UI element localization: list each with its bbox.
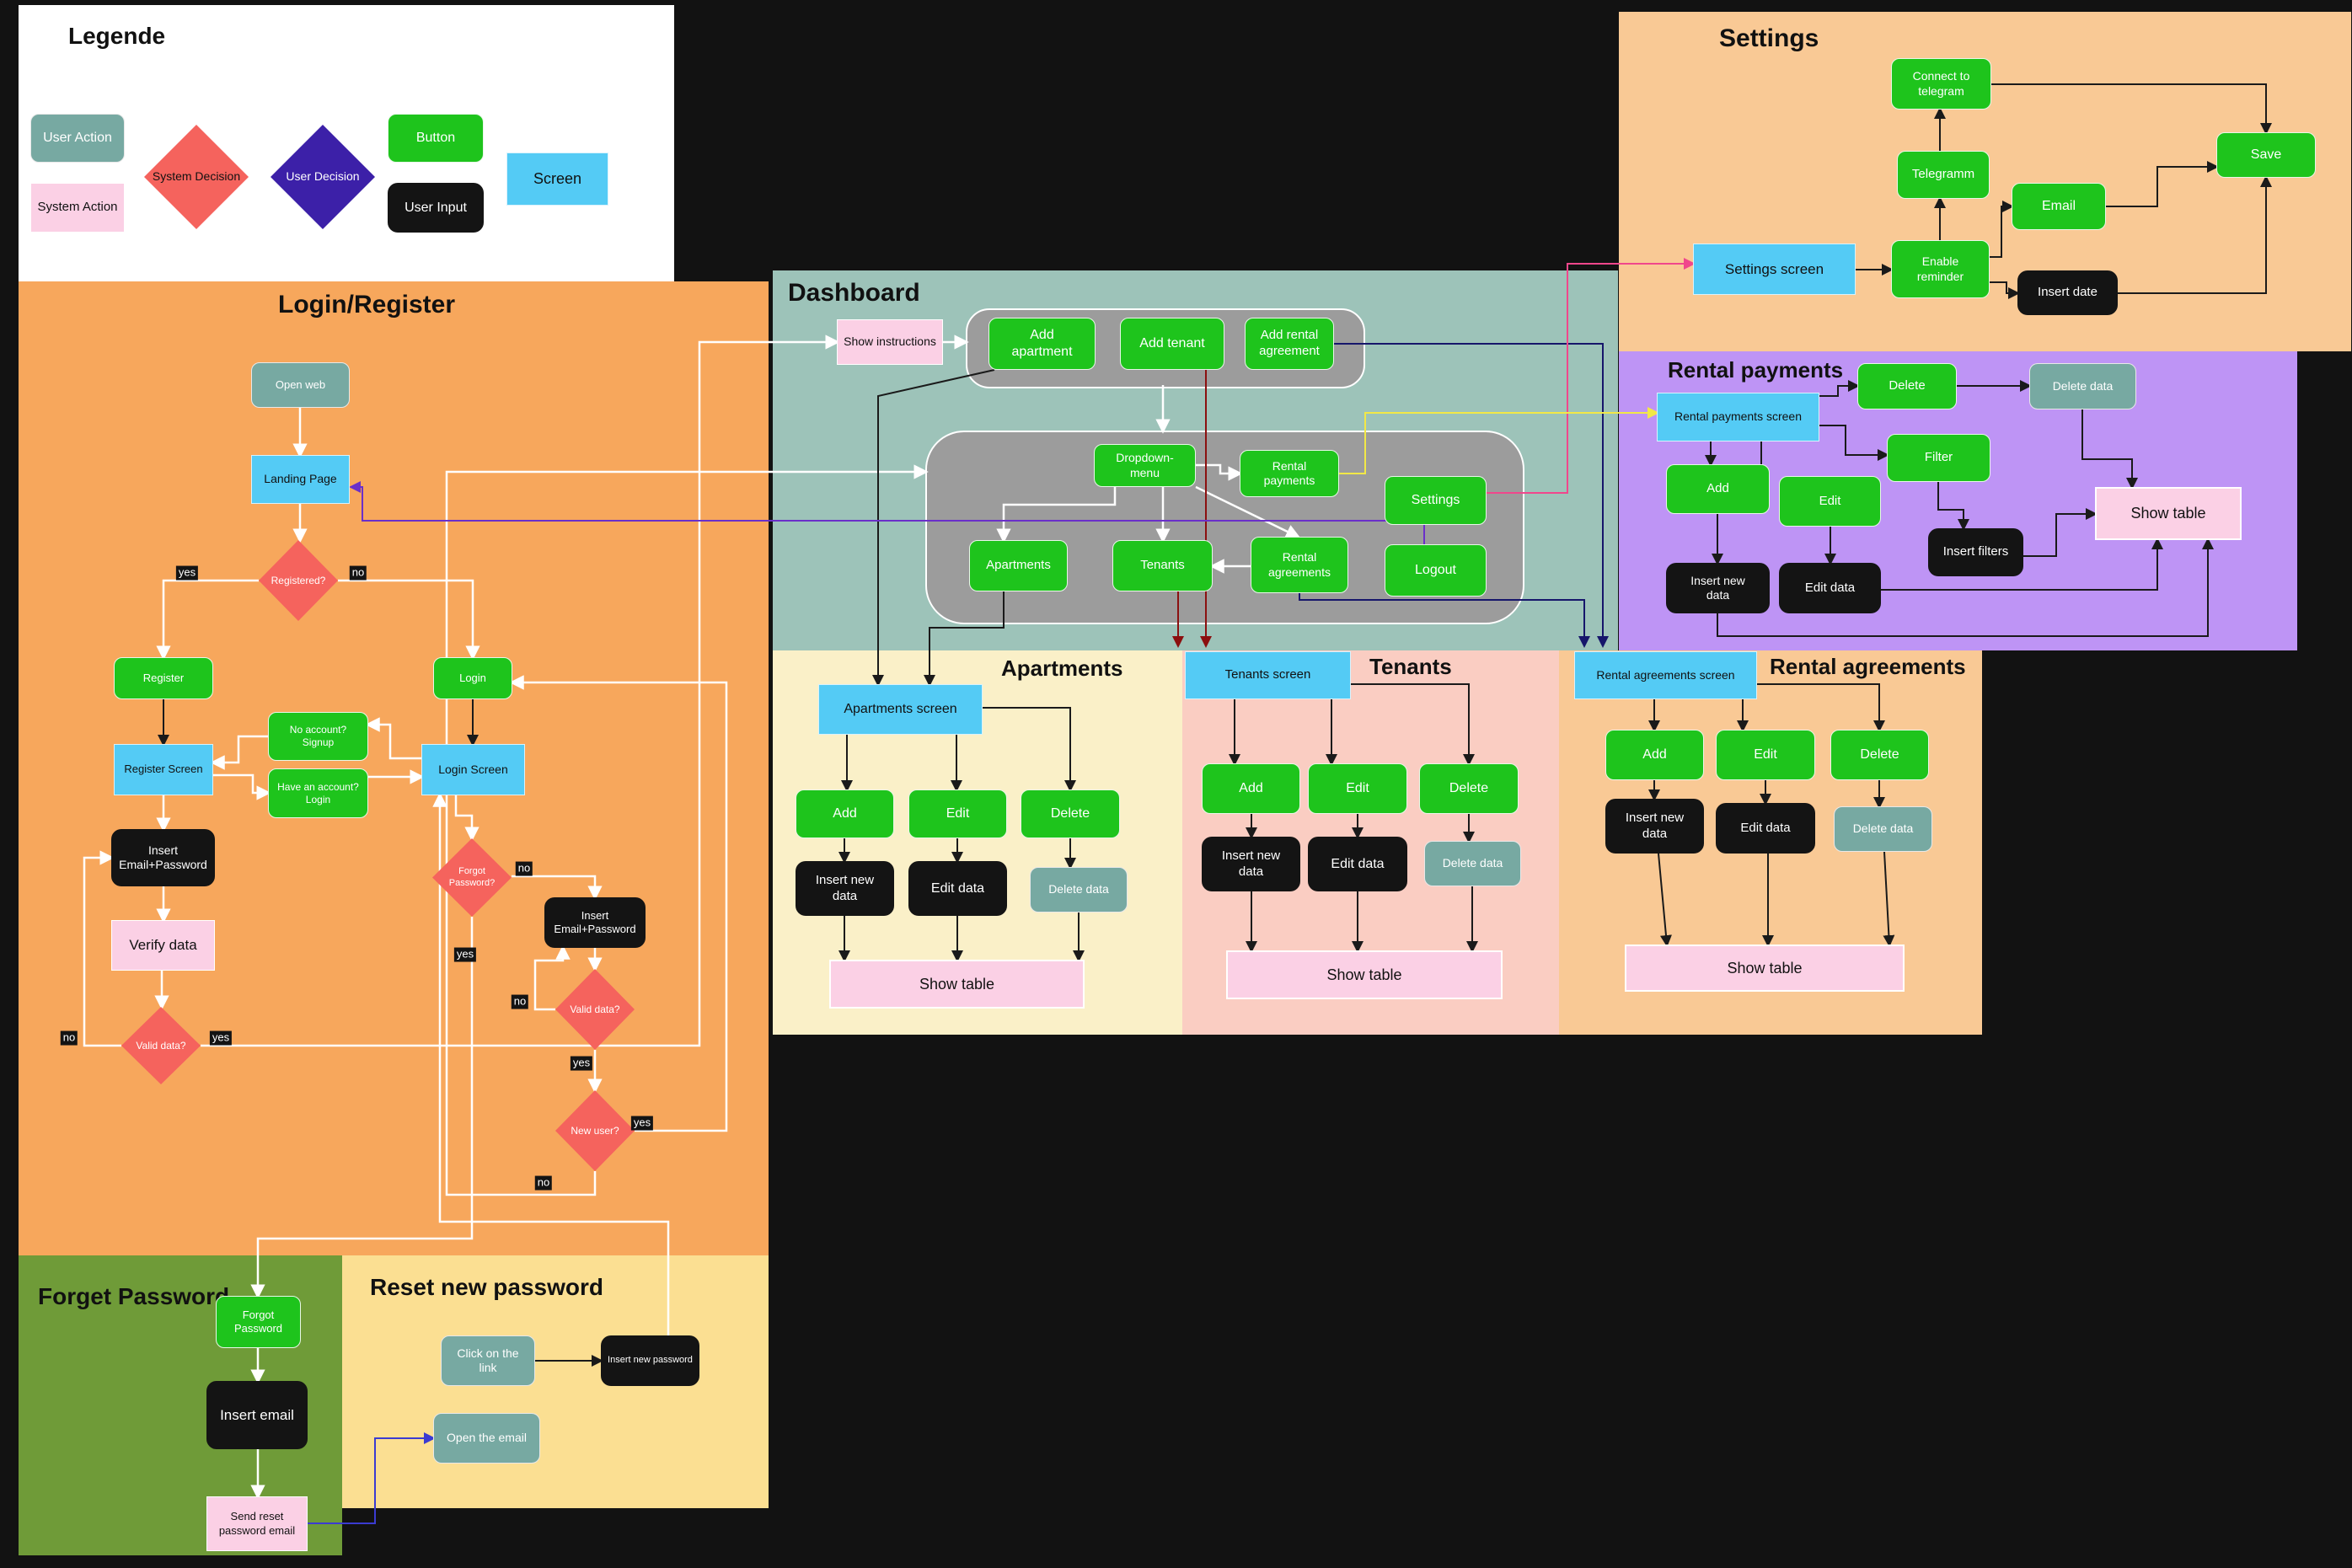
section-title-tenants: Tenants [1369,654,1452,679]
have-account-login[interactable]: Have an account? Login [268,768,368,818]
landing-page[interactable]: Landing Page [251,455,350,504]
section-legend [19,5,674,281]
ten-edit-data-input[interactable]: Edit data [1308,837,1407,891]
insert-email-password-register[interactable]: Insert Email+Password [111,829,215,886]
branch-tag-yes-8: yes [630,1116,654,1131]
save-button[interactable]: Save [2216,132,2316,178]
register-button[interactable]: Register [114,657,213,699]
dropdown-menu-button[interactable]: Dropdown- menu [1094,444,1196,487]
settings-screen[interactable]: Settings screen [1693,243,1856,295]
legend-button[interactable]: Button [388,114,484,163]
apt-show-table[interactable]: Show table [829,960,1085,1009]
ten-show-table[interactable]: Show table [1226,950,1503,999]
branch-tag-no-1: no [349,565,367,581]
branch-tag-yes-5: yes [453,947,477,962]
enable-reminder-button[interactable]: Enable reminder [1891,240,1990,298]
branch-tag-no-9: no [534,1175,553,1191]
section-title-rental-payments: Rental payments [1668,357,1844,383]
ten-add-button[interactable]: Add [1202,763,1300,814]
ten-edit-button[interactable]: Edit [1308,763,1407,814]
rp-delete-data[interactable]: Delete data [2029,363,2136,409]
ra-edit-data-input[interactable]: Edit data [1716,803,1815,854]
branch-tag-yes-3: yes [209,1030,233,1046]
section-title-apartments: Apartments [1001,656,1123,681]
login-screen[interactable]: Login Screen [421,744,525,795]
legend-screen[interactable]: Screen [506,153,608,206]
legend-system-action[interactable]: System Action [30,183,125,233]
open-web[interactable]: Open web [251,362,350,408]
insert-email-input[interactable]: Insert email [206,1381,308,1449]
section-title-login-register: Login/Register [278,291,456,318]
apt-edit-data-input[interactable]: Edit data [908,861,1007,916]
open-the-email[interactable]: Open the email [433,1413,540,1464]
ten-delete-data[interactable]: Delete data [1424,841,1521,886]
apt-delete-button[interactable]: Delete [1021,789,1120,838]
rp-delete-button[interactable]: Delete [1857,363,1957,409]
apartments-menu-button[interactable]: Apartments [969,540,1068,591]
rp-edit-data-input[interactable]: Edit data [1779,563,1881,613]
section-title-rental-agreements: Rental agreements [1770,654,1966,679]
verify-data[interactable]: Verify data [111,920,215,971]
logout-button[interactable]: Logout [1385,544,1487,597]
ra-add-button[interactable]: Add [1605,730,1704,780]
rp-insert-new-data-input[interactable]: Insert new data [1666,563,1770,613]
add-tenant-button[interactable]: Add tenant [1120,318,1224,370]
insert-date-input[interactable]: Insert date [2017,270,2118,315]
settings-menu-button[interactable]: Settings [1385,476,1487,525]
click-on-the-link[interactable]: Click on the link [441,1335,535,1386]
forgot-password-button[interactable]: Forgot Password [216,1296,301,1348]
telegramm-button[interactable]: Telegramm [1897,151,1990,199]
ra-edit-button[interactable]: Edit [1716,730,1815,780]
section-title-settings: Settings [1719,24,1819,52]
login-button[interactable]: Login [433,657,512,699]
apt-insert-new-data-input[interactable]: Insert new data [796,861,894,916]
apt-add-button[interactable]: Add [796,789,894,838]
tenants-screen[interactable]: Tenants screen [1185,651,1351,699]
legend-user-input[interactable]: User Input [388,183,484,233]
ra-delete-data[interactable]: Delete data [1834,806,1932,852]
apt-edit-button[interactable]: Edit [908,789,1007,838]
show-instructions[interactable]: Show instructions [837,319,943,365]
email-button[interactable]: Email [2012,183,2106,230]
rental-payments-menu-button[interactable]: Rental payments [1240,450,1339,497]
apt-delete-data[interactable]: Delete data [1030,867,1128,912]
branch-tag-yes-7: yes [570,1056,593,1071]
branch-tag-yes-0: yes [175,565,199,581]
ra-show-table[interactable]: Show table [1625,945,1905,992]
branch-tag-no-2: no [60,1030,78,1046]
ra-insert-new-data-input[interactable]: Insert new data [1605,799,1704,854]
section-title-dashboard: Dashboard [788,279,920,307]
rp-insert-filters-input[interactable]: Insert filters [1928,528,2023,576]
insert-email-password-login[interactable]: Insert Email+Password [544,897,646,948]
insert-new-password-input[interactable]: Insert new password [601,1335,699,1386]
rp-edit-button[interactable]: Edit [1779,476,1881,527]
ten-delete-button[interactable]: Delete [1419,763,1519,814]
rental-agreements-menu-button[interactable]: Rental agreements [1251,537,1348,593]
branch-tag-no-6: no [511,994,529,1009]
rental-agreements-screen[interactable]: Rental agreements screen [1574,651,1757,699]
legend-user-action[interactable]: User Action [30,114,125,163]
add-apartment-button[interactable]: Add apartment [988,318,1096,370]
send-reset-password-email[interactable]: Send reset password email [206,1496,308,1551]
section-title-legend: Legende [68,23,166,49]
rp-show-table[interactable]: Show table [2095,487,2242,540]
connect-to-telegram-button[interactable]: Connect to telegram [1891,58,1991,110]
tenants-menu-button[interactable]: Tenants [1112,540,1213,591]
section-title-reset-new-password: Reset new password [370,1274,603,1300]
rental-payments-screen[interactable]: Rental payments screen [1657,393,1819,442]
add-rental-agreement-button[interactable]: Add rental agreement [1245,318,1334,370]
branch-tag-no-4: no [515,861,533,876]
ten-insert-new-data-input[interactable]: Insert new data [1202,837,1300,891]
rp-add-button[interactable]: Add [1666,464,1770,514]
register-screen[interactable]: Register Screen [114,744,213,795]
apartments-screen[interactable]: Apartments screen [818,684,983,735]
no-account-signup[interactable]: No account? Signup [268,712,368,761]
rp-filter-button[interactable]: Filter [1887,434,1990,482]
ra-delete-button[interactable]: Delete [1830,730,1929,780]
section-title-forget-password: Forget Password [38,1283,230,1309]
